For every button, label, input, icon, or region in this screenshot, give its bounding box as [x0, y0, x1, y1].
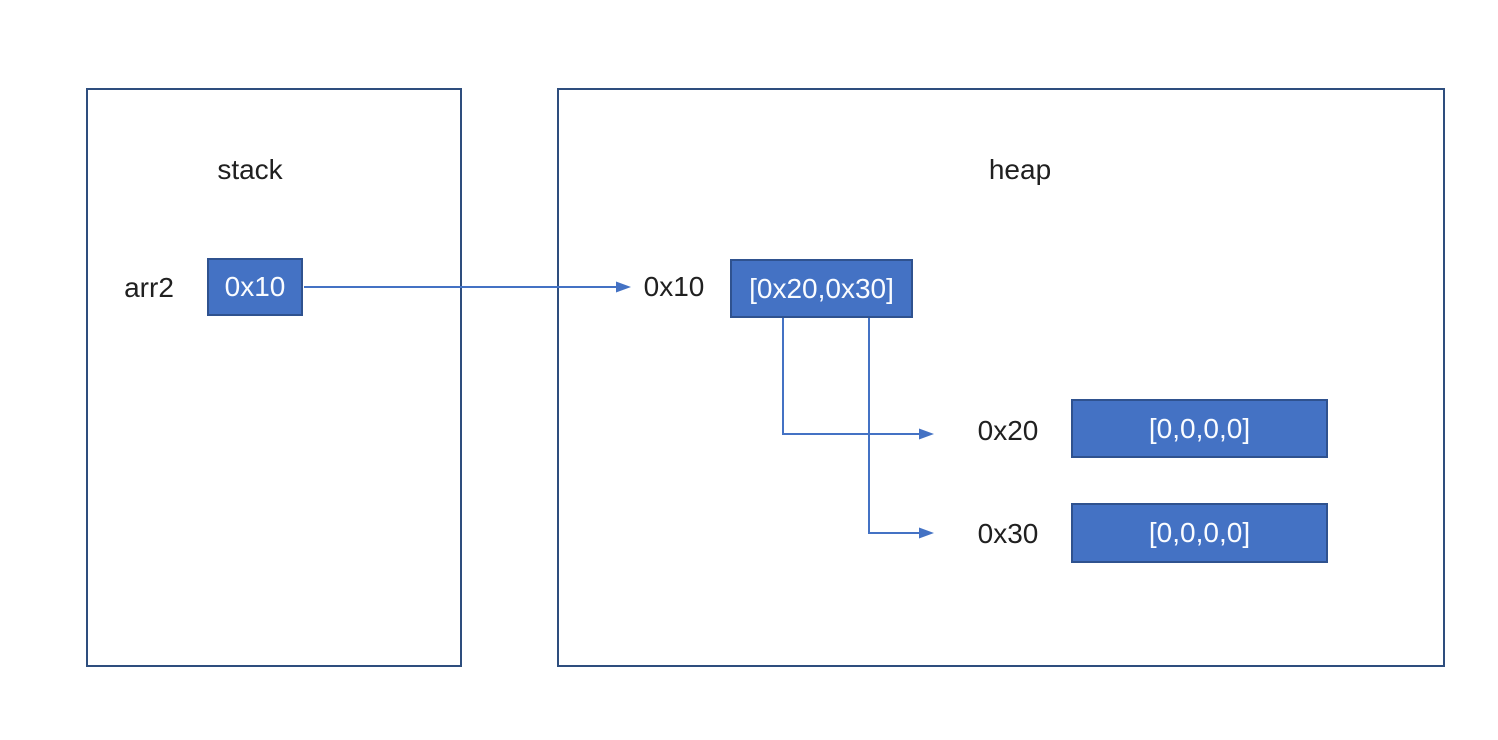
- heap-cell-0x30-value-text: [0,0,0,0]: [1148, 517, 1251, 548]
- stack-title: stack: [217, 154, 283, 185]
- heap-cell-0x30: [0,0,0,0]: [1071, 503, 1328, 563]
- heap-address-label-0x30: 0x30: [977, 518, 1039, 549]
- stack-variable-label-arr2: arr2: [124, 272, 174, 303]
- stack-cell-arr2-value: 0x10: [207, 258, 303, 316]
- heap-cell-0x20: [0,0,0,0]: [1071, 399, 1328, 458]
- heap-address-label-0x10: 0x10: [643, 271, 705, 302]
- heap-address-label-0x20: 0x20: [977, 415, 1039, 446]
- heap-title: heap: [988, 154, 1052, 185]
- heap-cell-0x20-value-text: [0,0,0,0]: [1148, 412, 1251, 444]
- heap-region: [557, 88, 1445, 667]
- stack-region: [86, 88, 462, 667]
- heap-cell-0x10-value-text: [0x20,0x30]: [749, 272, 894, 304]
- heap-cell-0x10: [0x20,0x30]: [730, 259, 913, 318]
- stack-cell-arr2-value-text: 0x10: [224, 271, 286, 302]
